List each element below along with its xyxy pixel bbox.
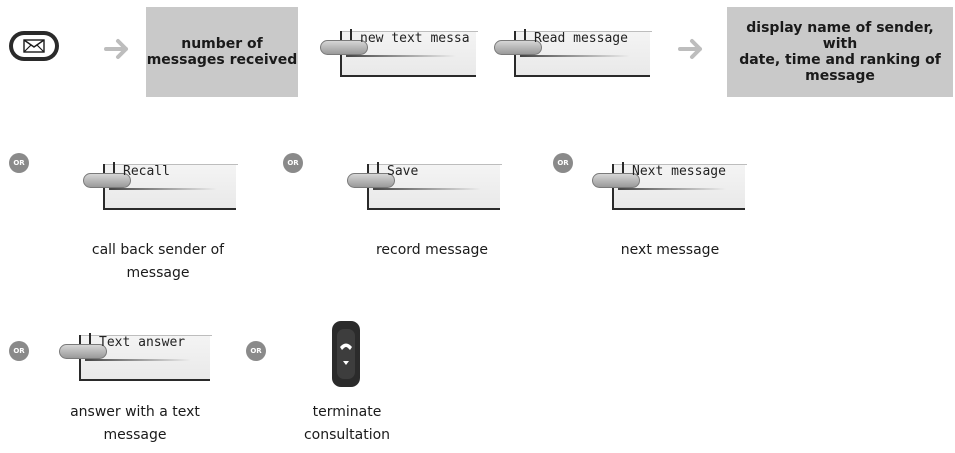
key-tab: [83, 173, 131, 188]
key-label: Save: [387, 164, 419, 179]
key-label: Next message: [632, 164, 726, 179]
envelope-icon: [13, 35, 55, 57]
caption-line: message: [126, 265, 190, 281]
caption-line: next message: [620, 242, 720, 258]
key-top-border: [105, 164, 238, 165]
arrow-right-icon: [104, 39, 128, 59]
key-top-border: [342, 31, 478, 32]
message-button[interactable]: [9, 31, 59, 61]
messages-received-line-2: messages received: [146, 52, 298, 68]
key-top-border: [614, 164, 747, 165]
key-underline: [618, 188, 726, 190]
key-tab: [494, 40, 542, 55]
key-tab: [59, 344, 107, 359]
key-underline: [346, 55, 456, 57]
arrow-right-icon: [678, 39, 702, 59]
caption-line: answer with a text: [70, 404, 200, 420]
key-tick: [350, 29, 352, 41]
sender-details-box: display name of sender, with date, time …: [727, 7, 953, 97]
or-badge: OR: [246, 341, 266, 361]
key-top-border: [369, 164, 502, 165]
or-badge: OR: [553, 153, 573, 173]
key-tick: [377, 162, 379, 174]
key-tab: [347, 173, 395, 188]
key-recall[interactable]: Recall: [83, 162, 238, 210]
key-top-border: [516, 31, 652, 32]
caption-line: message: [103, 427, 167, 443]
hang-up-button[interactable]: [332, 321, 360, 387]
key-label: Recall: [123, 164, 170, 179]
key-read-message[interactable]: Read message: [494, 29, 652, 77]
key-new-text-message[interactable]: new text messa: [320, 29, 478, 77]
caption-line: terminate: [312, 404, 382, 420]
caption-line: call back sender of: [91, 242, 225, 258]
key-label: Read message: [534, 31, 628, 46]
messages-received-line-1: number of: [181, 36, 263, 52]
or-badge: OR: [9, 153, 29, 173]
key-save[interactable]: Save: [347, 162, 502, 210]
caption-recall: call back sender of message: [58, 239, 258, 285]
key-next-message[interactable]: Next message: [592, 162, 747, 210]
key-label: new text messa: [360, 31, 470, 46]
key-tab: [320, 40, 368, 55]
caption-text-answer: answer with a text message: [35, 401, 235, 447]
key-top-border: [81, 335, 212, 336]
key-underline: [373, 188, 481, 190]
key-underline: [520, 55, 630, 57]
key-text-answer[interactable]: Text answer: [59, 333, 212, 381]
sender-details-line-1: display name of sender, with: [746, 20, 934, 52]
key-underline: [109, 188, 217, 190]
key-tab: [592, 173, 640, 188]
or-badge: OR: [9, 341, 29, 361]
key-label: Text answer: [99, 335, 186, 350]
messages-received-box: number of messages received: [146, 7, 298, 97]
hang-up-inner: [337, 329, 355, 379]
caption-next: next message: [570, 239, 770, 262]
sender-details-line-3: message: [805, 68, 875, 84]
caption-line: consultation: [303, 427, 391, 443]
caption-save: record message: [332, 239, 532, 262]
caption-terminate: terminate consultation: [247, 401, 447, 447]
caption-line: record message: [375, 242, 489, 258]
key-underline: [85, 359, 191, 361]
sender-details-line-2: date, time and ranking of: [739, 52, 941, 68]
key-tick: [89, 333, 91, 345]
key-tick: [113, 162, 115, 174]
hang-up-icon: [340, 343, 352, 365]
or-badge: OR: [283, 153, 303, 173]
key-tick: [524, 29, 526, 41]
key-tick: [622, 162, 624, 174]
